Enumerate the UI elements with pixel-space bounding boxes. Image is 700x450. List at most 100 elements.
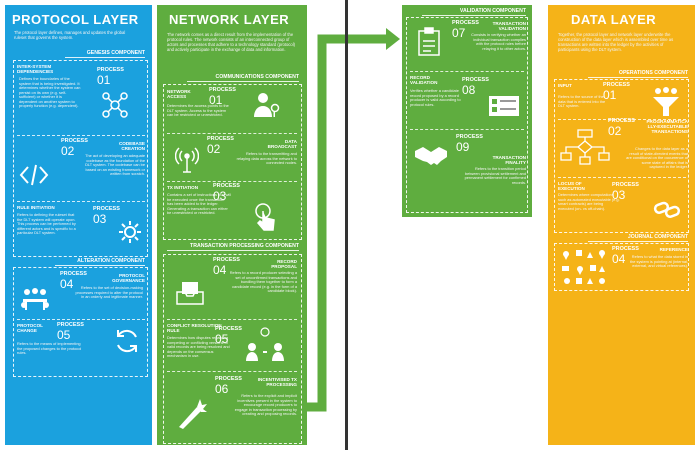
process-label: PROCESS	[97, 67, 124, 73]
refresh-icon	[117, 329, 137, 353]
rule-initiation-title: RULE INITIATION	[17, 205, 55, 210]
programmatically-executable-transactions-desc: Changes to the data layer as a result of…	[626, 146, 688, 169]
protocol-governance-title: PROTOCOL GOVERNANCE	[112, 273, 145, 283]
process-number: 09	[456, 139, 470, 154]
alteration-component-heading: ALTERATION COMPONENT	[55, 258, 145, 266]
codebase-creation-title: CODEBASE CREATION	[118, 141, 145, 151]
inter-system-dependencies-title: INTER-SYSTEM DEPENDENCIES	[17, 64, 54, 74]
checklist-icon	[489, 96, 519, 116]
process-label: PROCESS	[213, 183, 240, 189]
process-number: 04	[213, 262, 227, 277]
gear-icon	[119, 221, 141, 243]
process-label: PROCESS	[456, 134, 483, 140]
process-label: PROCESS	[215, 326, 242, 332]
data-broadcast-title: DATA BROADCAST	[267, 139, 297, 149]
record-proposal-desc: Refers to a record producer selecting a …	[229, 270, 297, 293]
separator	[167, 181, 297, 182]
data-layer: DATA LAYER Together, the protocol layer …	[548, 5, 695, 445]
separator	[410, 129, 524, 130]
carrot-icon	[179, 399, 207, 429]
process-number: 03	[93, 211, 107, 226]
process-label: PROCESS	[452, 20, 479, 26]
locus-of-execution-desc: Determines where computations such as au…	[558, 192, 620, 211]
process-number: 01	[209, 92, 223, 107]
code-icon	[19, 164, 49, 186]
inbox-tray-icon	[176, 282, 204, 305]
input-title: INPUT	[558, 83, 572, 88]
process-label: PROCESS	[612, 246, 639, 252]
inter-system-dependencies-desc: Defines the boundaries of the system tha…	[19, 76, 81, 108]
record-proposal-title: RECORD PROPOSAL	[271, 259, 297, 269]
process-number: 04	[60, 276, 74, 291]
validation-component-heading: VALIDATION COMPONENT	[422, 8, 526, 16]
network-layer: NETWORK LAYER The network comes as a dir…	[157, 5, 307, 445]
network-access-title: NETWORK ACCESS	[167, 89, 191, 99]
separator	[17, 135, 145, 136]
transaction-finality-title: TRANSACTION FINALITY	[492, 155, 526, 165]
process-label: PROCESS	[61, 138, 88, 144]
incentivised-tx-processing-desc: Refers to the explicit and implicit ince…	[234, 393, 297, 416]
process-number: 03	[213, 188, 227, 203]
separator	[167, 133, 297, 134]
process-label: PROCESS	[57, 322, 84, 328]
transaction-processing-component-heading: TRANSACTION PROCESSING COMPONENT	[167, 243, 299, 251]
process-number: 02	[207, 141, 221, 156]
process-number: 01	[603, 87, 617, 102]
network-access-desc: Determines the access points to the DLT …	[167, 103, 229, 117]
separator	[558, 119, 686, 120]
record-validation-title: RECORD VALIDATION	[410, 75, 438, 85]
process-label: PROCESS	[215, 376, 242, 382]
user-key-icon	[254, 93, 280, 117]
transaction-processing-component-box	[163, 254, 302, 444]
communications-component-heading: COMMUNICATIONS COMPONENT	[187, 74, 299, 82]
separator	[17, 319, 145, 320]
journal-component-box	[554, 243, 689, 291]
process-number: 05	[215, 331, 229, 346]
reference-title: REFERENCE	[659, 247, 688, 252]
protocol-change-title: PROTOCOL CHANGE	[17, 323, 43, 333]
transaction-validation-title: TRANSACTION VALIDATION	[492, 21, 526, 31]
input-desc: Refers to the source of the data that is…	[558, 94, 606, 108]
protocol-change-desc: Refers to the means of implementing the …	[17, 341, 82, 355]
reference-pins-icon	[562, 250, 605, 284]
layer-divider	[345, 0, 348, 450]
separator	[558, 177, 686, 178]
process-number: 02	[608, 123, 622, 138]
genesis-component-heading: GENESIS COMPONENT	[65, 50, 145, 58]
separator	[167, 371, 297, 372]
protocol-governance-desc: Refers to the set of decision-making pro…	[75, 285, 143, 299]
tx-initiation-title: TX INITIATION	[167, 185, 199, 190]
funnel-icon	[653, 87, 679, 116]
conflict-resolution-rule-title: CONFLICT RESOLUTION RULE	[167, 323, 222, 333]
separator	[410, 71, 524, 72]
reference-desc: Refers to what the data stored in the sy…	[630, 254, 688, 268]
process-label: PROCESS	[608, 118, 635, 124]
operations-component-box	[554, 79, 689, 233]
process-label: PROCESS	[603, 82, 630, 88]
process-number: 01	[97, 72, 111, 87]
process-label: PROCESS	[93, 206, 120, 212]
process-number: 06	[215, 381, 229, 396]
chain-link-icon	[653, 201, 681, 218]
rule-initiation-desc: Refers to defining the ruleset that the …	[17, 212, 76, 235]
conflict-resolution-rule-desc: Determines how disputes regarding compet…	[167, 335, 230, 358]
data-layer-intro: Together, the protocol layer and network…	[558, 32, 674, 52]
meeting-icon	[21, 288, 49, 310]
record-validation-desc: Verifies whether a candidate record prop…	[410, 88, 461, 107]
process-label: PROCESS	[612, 182, 639, 188]
